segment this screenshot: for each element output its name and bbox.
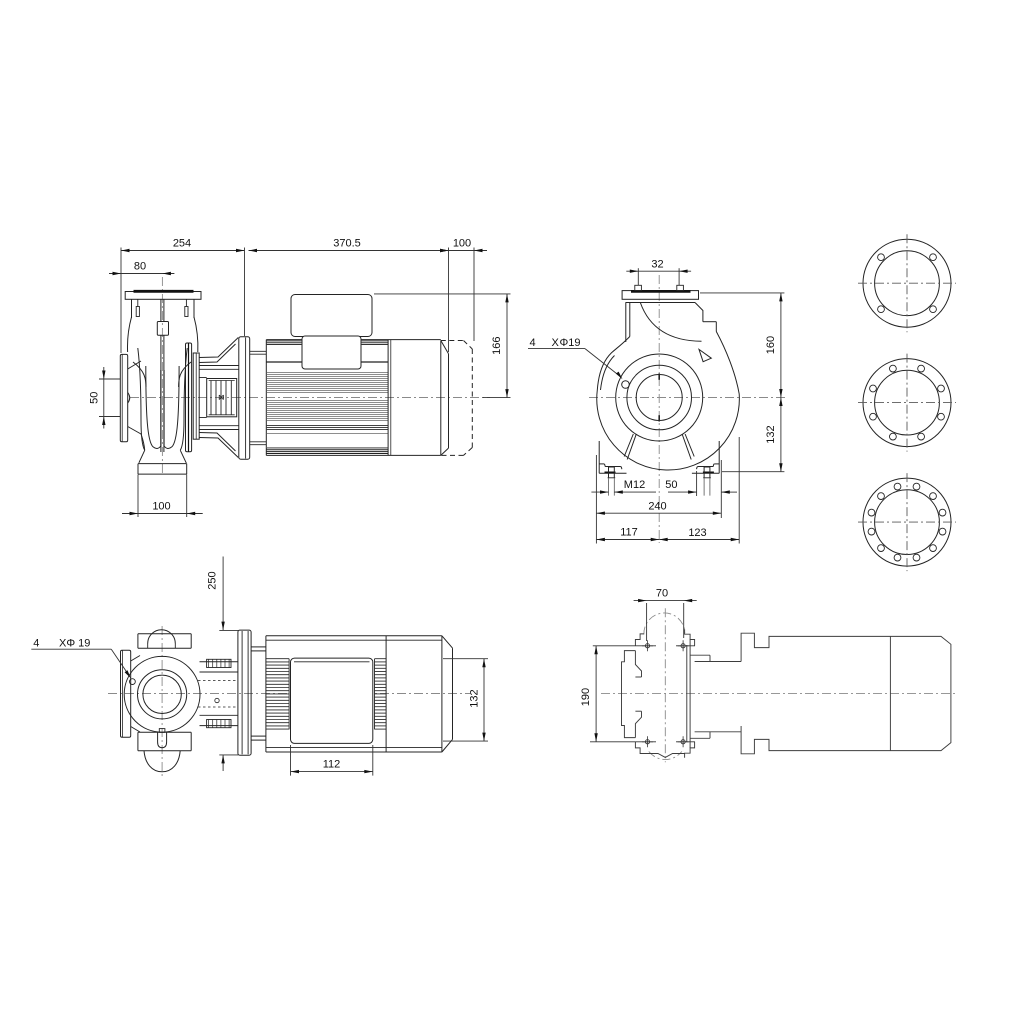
svg-text:50: 50 — [89, 392, 101, 404]
svg-text:80: 80 — [134, 261, 146, 273]
svg-text:32: 32 — [651, 259, 663, 271]
svg-text:XΦ 19: XΦ 19 — [59, 638, 90, 650]
svg-text:117: 117 — [620, 527, 638, 539]
svg-text:254: 254 — [173, 238, 191, 250]
svg-text:112: 112 — [323, 759, 341, 771]
svg-text:123: 123 — [688, 527, 706, 539]
svg-text:370.5: 370.5 — [333, 238, 361, 250]
svg-text:100: 100 — [152, 501, 170, 513]
svg-text:100: 100 — [453, 238, 471, 250]
svg-text:4: 4 — [530, 337, 536, 349]
svg-text:M12: M12 — [624, 479, 645, 491]
svg-text:190: 190 — [580, 688, 592, 706]
svg-text:160: 160 — [765, 336, 777, 354]
svg-text:132: 132 — [765, 425, 777, 443]
svg-text:70: 70 — [656, 588, 668, 600]
svg-text:Φ19: Φ19 — [560, 337, 581, 349]
svg-text:X: X — [552, 337, 560, 349]
svg-text:166: 166 — [491, 337, 503, 355]
svg-text:50: 50 — [665, 479, 677, 491]
svg-text:4: 4 — [33, 638, 39, 650]
svg-text:132: 132 — [469, 689, 481, 707]
svg-text:240: 240 — [648, 501, 666, 513]
svg-text:250: 250 — [207, 571, 219, 589]
